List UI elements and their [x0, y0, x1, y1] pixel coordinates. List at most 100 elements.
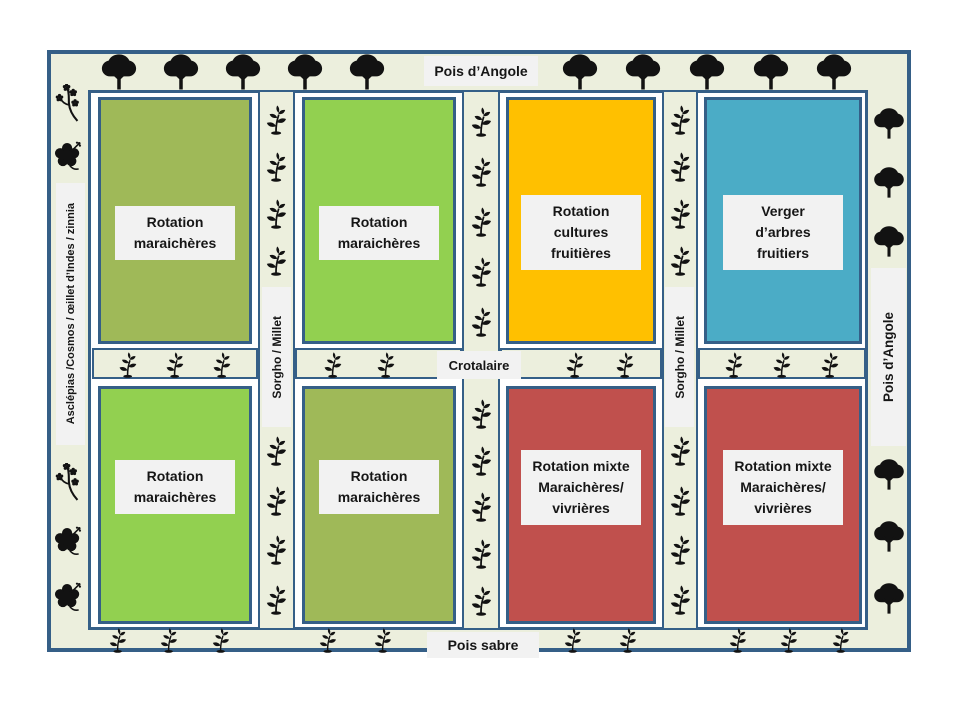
- tree-icon: [871, 225, 907, 257]
- seedling-icon: [468, 256, 495, 287]
- tree-icon: [749, 53, 793, 90]
- plot-rotation-maraicheres-3: Rotation maraichères: [98, 386, 252, 624]
- hibiscus-icon: [51, 524, 85, 557]
- seedling-icon: [468, 445, 495, 476]
- seedling-icon: [667, 104, 694, 135]
- strip-crotalaire-segment-1: [92, 348, 258, 379]
- strip-seedlings: [260, 426, 293, 624]
- seedling-icon: [468, 398, 495, 429]
- seedling-icon: [468, 206, 495, 237]
- bottom-border-seedlings-3: [545, 628, 655, 651]
- top-border-label: Pois d’Angole: [424, 56, 538, 86]
- plot-label: Rotation mixte Maraichères/ vivrières: [521, 449, 641, 525]
- seedling-icon: [723, 351, 745, 378]
- bottom-border-label: Pois sabre: [427, 632, 539, 658]
- strip-seedlings: [464, 390, 498, 624]
- seedling-icon: [616, 627, 640, 653]
- tree-icon: [345, 53, 389, 90]
- right-border-trees-top: [869, 94, 909, 270]
- seedling-icon: [667, 245, 694, 276]
- seedling-icon: [164, 351, 186, 378]
- seedling-icon: [263, 198, 290, 229]
- seedling-icon: [667, 534, 694, 565]
- plot-label: Rotation maraichères: [115, 460, 235, 514]
- strip-seedlings: [664, 426, 696, 624]
- plot-verger-arbres-fruitiers: Verger d’arbres fruitiers: [704, 97, 862, 344]
- hibiscus-icon: [51, 139, 85, 172]
- plot-rotation-maraicheres-1: Rotation maraichères: [98, 97, 252, 344]
- seedling-icon: [209, 627, 233, 653]
- tree-icon: [871, 520, 907, 552]
- strip-seedlings: [260, 96, 293, 284]
- tree-icon: [558, 53, 602, 90]
- seedling-icon: [726, 627, 750, 653]
- seedling-icon: [819, 351, 841, 378]
- tree-icon: [159, 53, 203, 90]
- tree-icon: [221, 53, 265, 90]
- right-border-label: Pois d’Angole: [871, 268, 906, 446]
- bottom-border-seedlings-2: [300, 628, 410, 651]
- seedling-icon: [667, 485, 694, 516]
- strip-crotalaire-label: Crotalaire: [437, 351, 521, 379]
- seedling-icon: [371, 627, 395, 653]
- plot-label: Rotation cultures fruitières: [521, 195, 641, 270]
- seedling-icon: [375, 351, 397, 378]
- seedling-icon: [667, 435, 694, 466]
- left-border-flowers-top: [49, 76, 87, 180]
- plot-label: Rotation maraichères: [319, 205, 439, 260]
- seedling-icon: [263, 151, 290, 182]
- strip-seedlings: [464, 96, 498, 346]
- strip-label-text: Sorgho / Millet: [672, 315, 687, 399]
- strip-crotalaire-segment-3: [500, 348, 662, 379]
- seedling-icon: [468, 538, 495, 569]
- seedling-icon: [564, 351, 586, 378]
- bottom-border-seedlings-1: [92, 628, 247, 651]
- seedling-icon: [263, 584, 290, 615]
- strip-seedlings: [664, 96, 696, 284]
- seedling-icon: [322, 351, 344, 378]
- seedling-icon: [263, 485, 290, 516]
- strip-crotalaire-segment-2: [295, 348, 462, 379]
- seedling-icon: [667, 198, 694, 229]
- seedling-icon: [263, 245, 290, 276]
- plot-label: Verger d’arbres fruitiers: [723, 195, 843, 270]
- tree-icon: [871, 582, 907, 614]
- plot-rotation-mixte-1: Rotation mixte Maraichères/ vivrières: [506, 386, 656, 624]
- plot-rotation-maraicheres-2: Rotation maraichères: [302, 97, 456, 344]
- top-border-trees-left: [88, 52, 398, 90]
- tree-icon: [97, 53, 141, 90]
- bottom-border-seedlings-4: [712, 628, 867, 651]
- seedling-icon: [777, 627, 801, 653]
- plot-label: Rotation maraichères: [319, 460, 439, 514]
- right-border-trees-bottom: [869, 443, 909, 629]
- tree-icon: [685, 53, 729, 90]
- left-border-label: Asclépias /Cosmos / œillet d’Indes / zin…: [56, 183, 85, 445]
- seedling-icon: [468, 585, 495, 616]
- right-border-label-text: Pois d’Angole: [881, 311, 896, 402]
- blossom-icon: [51, 463, 85, 501]
- seedling-icon: [667, 151, 694, 182]
- seedling-icon: [771, 351, 793, 378]
- seedling-icon: [468, 156, 495, 187]
- seedling-icon: [829, 627, 853, 653]
- tree-icon: [871, 107, 907, 139]
- tree-icon: [871, 166, 907, 198]
- strip-crotalaire-segment-4: [698, 348, 866, 379]
- strip-sorgho-millet-label-2: Sorgho / Millet: [665, 287, 694, 427]
- seedling-icon: [157, 627, 181, 653]
- seedling-icon: [106, 627, 130, 653]
- seedling-icon: [667, 584, 694, 615]
- seedling-icon: [263, 104, 290, 135]
- seedling-icon: [468, 491, 495, 522]
- plot-label: Rotation maraichères: [115, 205, 235, 260]
- tree-icon: [621, 53, 665, 90]
- tree-icon: [283, 53, 327, 90]
- seedling-icon: [316, 627, 340, 653]
- strip-label-text: Sorgho / Millet: [269, 315, 284, 399]
- tree-icon: [812, 53, 856, 90]
- plot-rotation-maraicheres-4: Rotation maraichères: [302, 386, 456, 624]
- seedling-icon: [263, 534, 290, 565]
- left-border-flowers-bottom: [49, 452, 87, 624]
- seedling-icon: [263, 435, 290, 466]
